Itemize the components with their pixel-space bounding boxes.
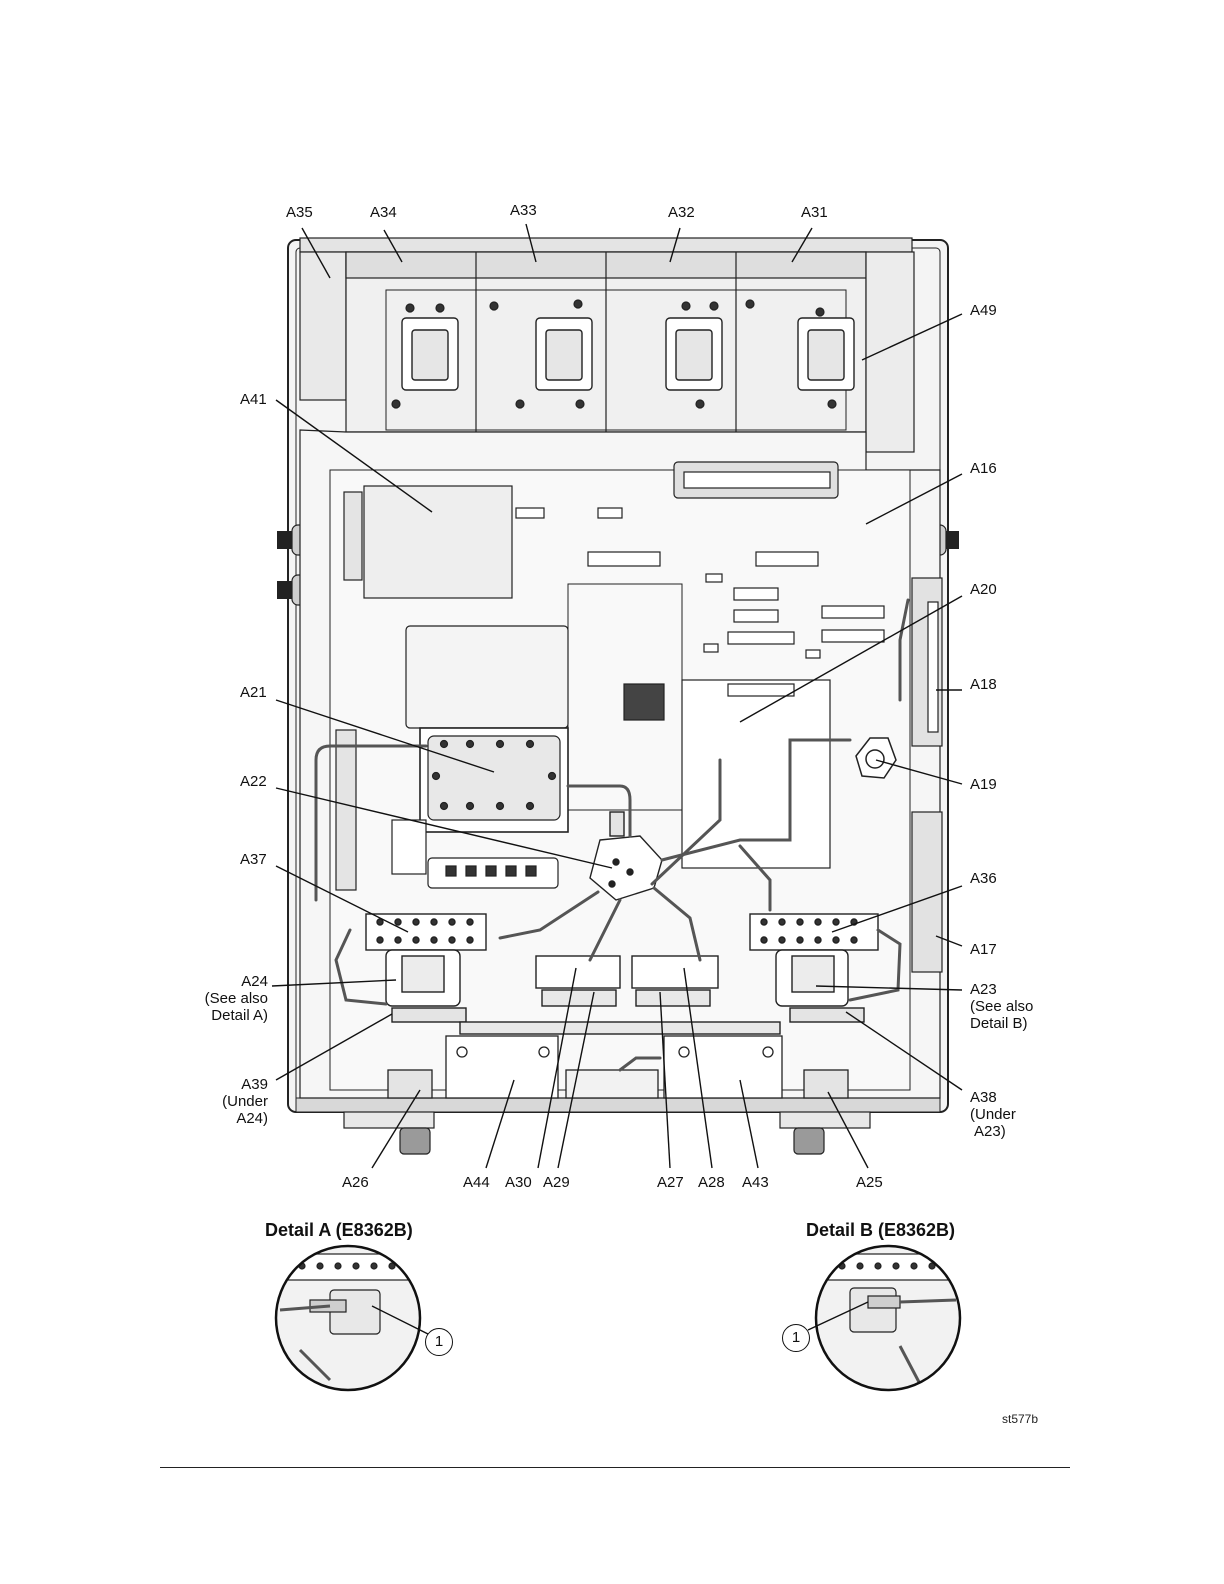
label-a18: A18 [970, 676, 997, 693]
detail-b-callout: 1 [782, 1324, 810, 1352]
label-a39-line2: (Under [222, 1093, 268, 1110]
label-a19: A19 [970, 776, 997, 793]
label-a35: A35 [286, 204, 313, 221]
label-a23-line1: A23 [970, 981, 997, 998]
label-a23-line3: Detail B) [970, 1015, 1033, 1032]
label-a24-line2: (See also [205, 990, 268, 1007]
detail-b-view [808, 1246, 960, 1390]
label-a41: A41 [240, 391, 267, 408]
label-a24-line1: A24 [241, 973, 268, 990]
label-a38-line1: A38 [970, 1089, 997, 1106]
label-a21: A21 [240, 684, 267, 701]
label-a22: A22 [240, 773, 267, 790]
top-cage [300, 238, 914, 452]
detail-a-title: Detail A (E8362B) [265, 1220, 413, 1241]
label-a38-line3: A23) [970, 1123, 1016, 1140]
label-a20: A20 [970, 581, 997, 598]
label-a49: A49 [970, 302, 997, 319]
label-a44: A44 [463, 1174, 490, 1191]
label-a39: A39 (Under A24) [222, 1076, 268, 1127]
label-a24-line3: Detail A) [205, 1007, 268, 1024]
footer-rule [160, 1467, 1070, 1468]
figure-id: st577b [1002, 1412, 1038, 1426]
label-a23-line2: (See also [970, 998, 1033, 1015]
label-a34: A34 [370, 204, 397, 221]
label-a36: A36 [970, 870, 997, 887]
detail-a-callout: 1 [425, 1328, 453, 1356]
detail-a-view [276, 1246, 428, 1390]
label-a38-line2: (Under [970, 1106, 1016, 1123]
label-a27: A27 [657, 1174, 684, 1191]
label-a16: A16 [970, 460, 997, 477]
detail-b-title: Detail B (E8362B) [806, 1220, 955, 1241]
label-a25: A25 [856, 1174, 883, 1191]
label-a23: A23 (See also Detail B) [970, 981, 1033, 1032]
label-a43: A43 [742, 1174, 769, 1191]
label-a37: A37 [240, 851, 267, 868]
label-a17: A17 [970, 941, 997, 958]
label-a29: A29 [543, 1174, 570, 1191]
label-a28: A28 [698, 1174, 725, 1191]
label-a39-line3: A24) [222, 1110, 268, 1127]
label-a32: A32 [668, 204, 695, 221]
label-a31: A31 [801, 204, 828, 221]
label-a30: A30 [505, 1174, 532, 1191]
label-a24: A24 (See also Detail A) [205, 973, 268, 1024]
label-a33: A33 [510, 202, 537, 219]
label-a26: A26 [342, 1174, 369, 1191]
label-a38: A38 (Under A23) [970, 1089, 1016, 1140]
label-a39-line1: A39 [241, 1076, 268, 1093]
